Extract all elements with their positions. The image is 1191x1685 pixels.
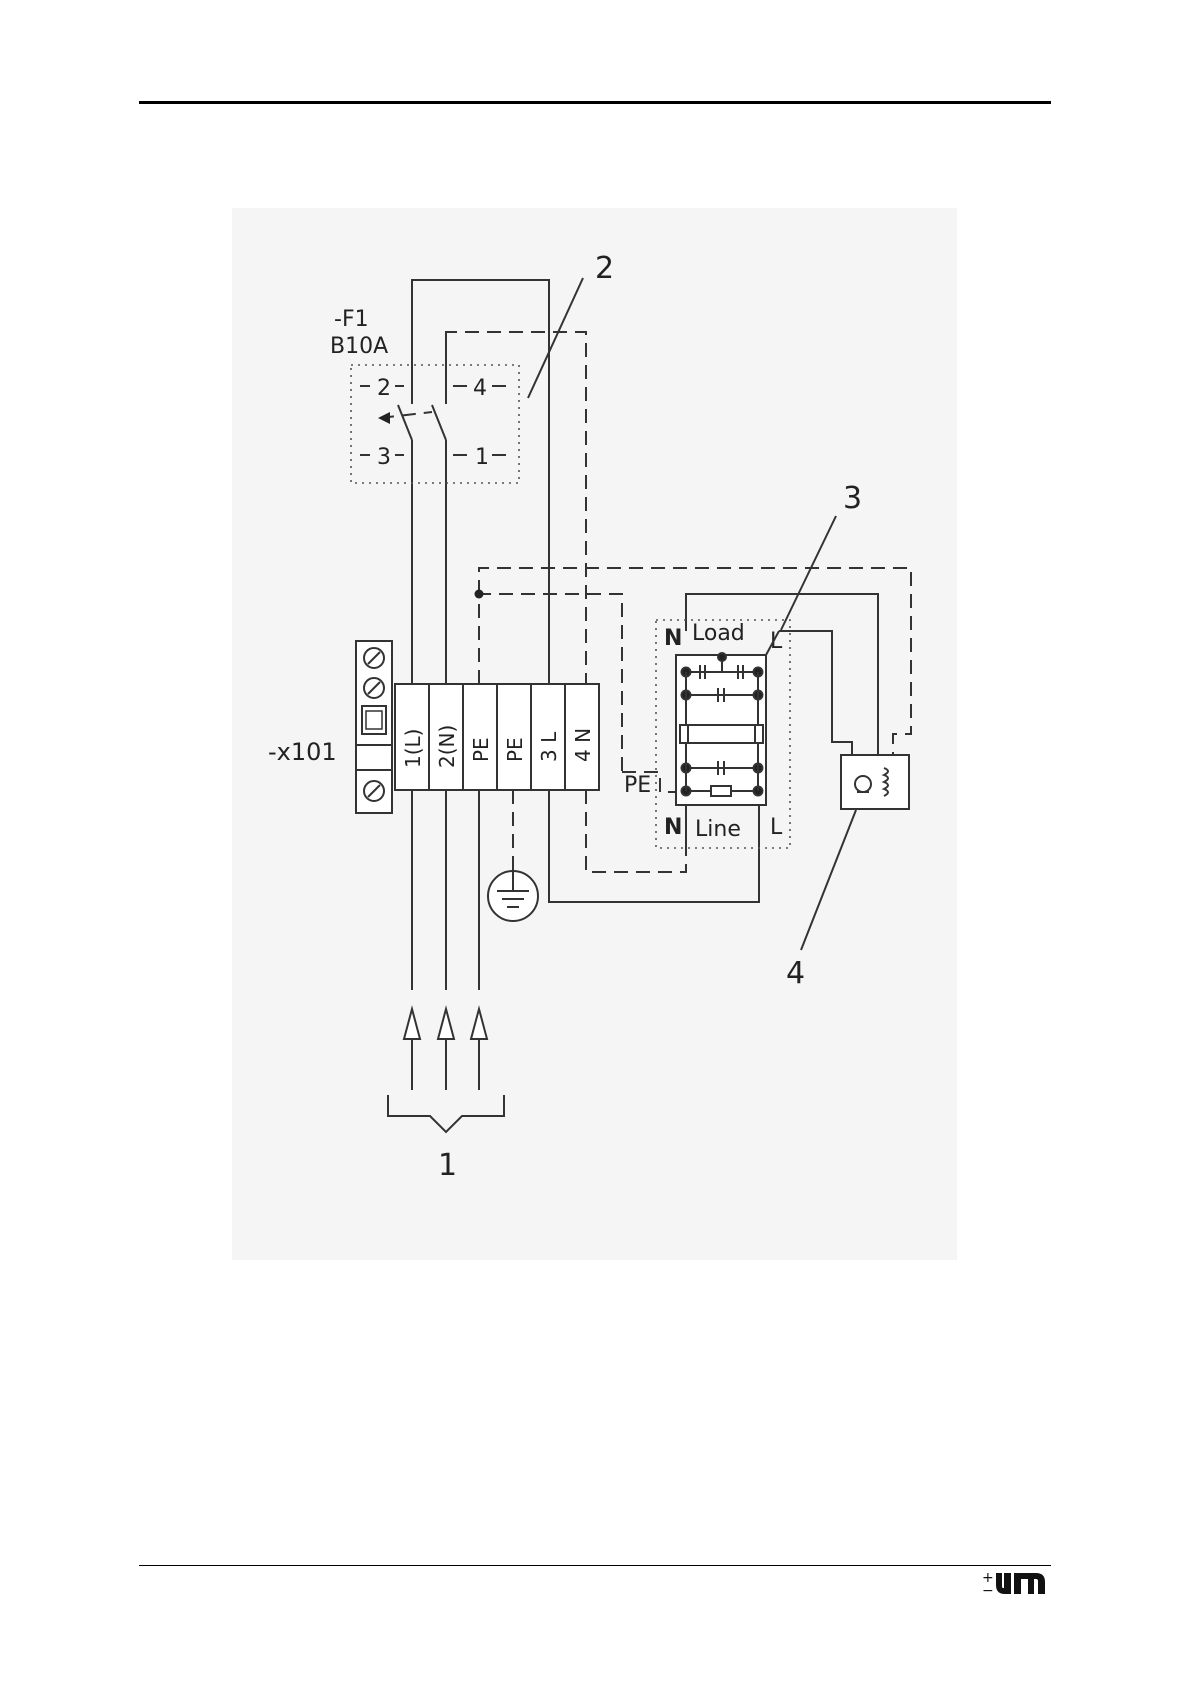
junction-dot: [475, 590, 484, 599]
terminal-1l: 1(L): [401, 729, 425, 768]
terminal-2n: 2(N): [435, 725, 459, 768]
terminal-4n: 4 N: [571, 728, 595, 762]
svg-text:−: −: [982, 1583, 994, 1598]
screw-icon: [364, 648, 384, 668]
filter-l-top: L: [770, 629, 783, 654]
terminal-pe-2: PE: [503, 737, 527, 762]
breaker-label: -F1: [334, 307, 369, 332]
ground-symbol-icon: [488, 871, 538, 921]
breaker-terminal-1: 1: [475, 445, 489, 470]
terminal-block-label: -x101: [268, 738, 337, 766]
callout-4: 4: [786, 956, 805, 991]
fan-motor-icon: [841, 755, 909, 809]
terminal-3l: 3 L: [537, 731, 561, 762]
breaker-terminal-3: 3: [377, 445, 391, 470]
terminal-pe-1: PE: [469, 737, 493, 762]
breaker-rating: B10A: [330, 334, 388, 359]
footer-rule: [139, 1565, 1051, 1566]
filter-l-bottom: L: [770, 815, 783, 840]
company-logo: + −: [980, 1568, 1052, 1598]
screw-icon: [364, 678, 384, 698]
filter-line-label: Line: [695, 817, 741, 842]
callout-1: 1: [438, 1148, 457, 1183]
filter-load-label: Load: [692, 621, 745, 646]
callout-3: 3: [843, 481, 862, 516]
filter-pe-label: PE: [624, 773, 651, 798]
screw-icon: [364, 781, 384, 801]
breaker-terminal-2: 2: [377, 376, 391, 401]
filter-n-bottom: N: [664, 815, 682, 840]
breaker-terminal-4: 4: [473, 376, 487, 401]
callout-2: 2: [595, 251, 614, 286]
filter-n-top: N: [664, 626, 682, 651]
